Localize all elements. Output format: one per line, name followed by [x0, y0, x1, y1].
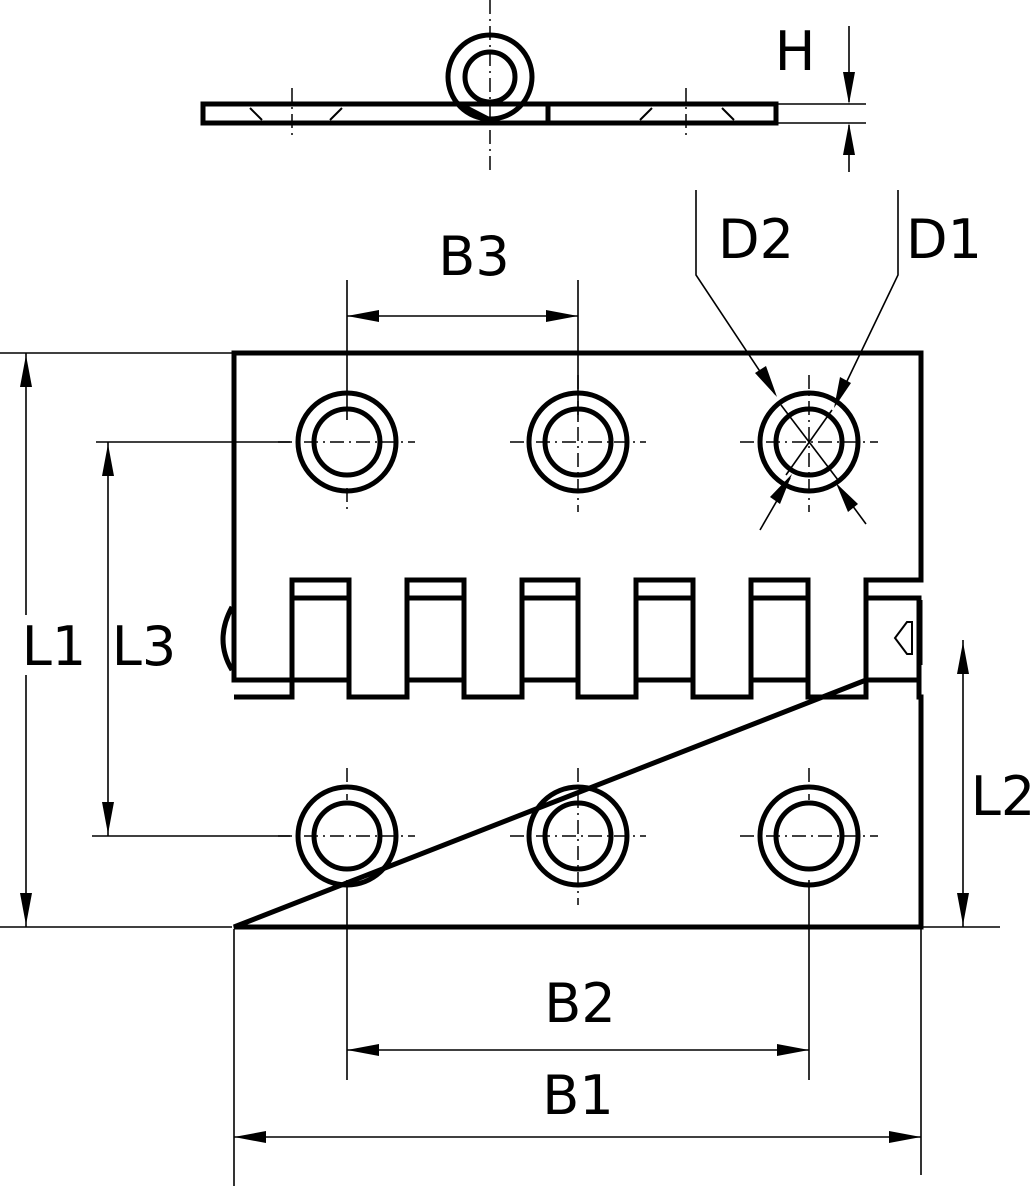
hinge-front-view: B3 D2 D1 L1 L3 L2 [0, 190, 1034, 1186]
l1-label-gap [14, 615, 84, 675]
d2-arrow-lower [836, 483, 858, 512]
l1-arrow-bottom [20, 893, 32, 925]
countersink-left [249, 107, 343, 121]
knuckle-detail-lines [292, 595, 922, 680]
pin-head-left [220, 605, 235, 672]
knuckle-wrap [453, 99, 492, 123]
upper-leaf-outline [231, 350, 924, 700]
b2-arrow-right [777, 1044, 809, 1056]
pin-end-right [893, 621, 913, 655]
label-l2: L2 [971, 765, 1034, 828]
label-l1: L1 [22, 615, 86, 678]
countersink-right [639, 107, 735, 121]
h-arrow-top [843, 72, 855, 104]
label-h: H [775, 20, 816, 83]
lower-leaf-outline [233, 677, 924, 930]
label-b1: B1 [542, 1064, 613, 1127]
d1-arrow-lower [770, 474, 792, 504]
b1-arrow-left [234, 1131, 266, 1143]
hole-centerlines [278, 375, 878, 905]
b3-arrow-left [347, 310, 379, 322]
b3-arrow-right [546, 310, 578, 322]
l2-arrow-bottom [957, 893, 969, 925]
d1-arrow [834, 377, 851, 408]
hinge-side-view: H [200, 0, 866, 172]
h-arrow-bottom [843, 123, 855, 155]
l3-arrow-top [102, 444, 114, 476]
label-l3: L3 [112, 615, 176, 678]
b1-arrow-right [889, 1131, 921, 1143]
d2-leader [695, 190, 776, 395]
b2-arrow-left [347, 1044, 379, 1056]
l1-arrow-top [20, 355, 32, 387]
label-b3: B3 [438, 225, 509, 288]
d2-arrow [755, 366, 777, 397]
l2-arrow-top [957, 642, 969, 674]
d1-diameter-line [785, 409, 833, 476]
l3-arrow-bottom [102, 802, 114, 834]
label-d1: D1 [906, 208, 982, 271]
label-d2: D2 [718, 208, 794, 271]
right-leaf-profile [545, 101, 779, 126]
d1-leader [835, 190, 899, 405]
label-b2: B2 [544, 972, 615, 1035]
